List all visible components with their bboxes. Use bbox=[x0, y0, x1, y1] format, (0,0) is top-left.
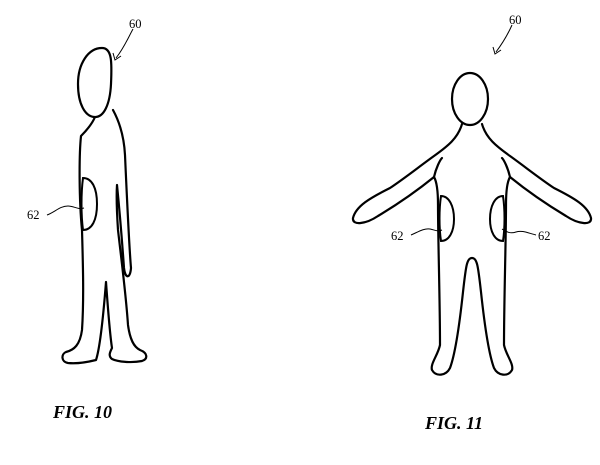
fig11-leader-62-left bbox=[410, 228, 443, 236]
fig11-ref-60: 60 bbox=[509, 13, 522, 27]
fig11-leader-62-right bbox=[501, 228, 537, 236]
fig10-figure: 60 62 bbox=[27, 17, 148, 365]
fig11-ref-62-right: 62 bbox=[538, 229, 551, 243]
fig10-leader-60 bbox=[115, 28, 134, 59]
fig10-ref-62: 62 bbox=[27, 208, 40, 222]
fig11-right-pad bbox=[488, 194, 506, 243]
fig11-head bbox=[450, 71, 490, 127]
fig11-figure: 60 62 62 bbox=[351, 13, 593, 376]
fig11-caption: FIG. 11 bbox=[425, 413, 484, 433]
fig10-leader-60-arrow bbox=[112, 52, 122, 61]
fig11-left-arm-line bbox=[432, 156, 444, 179]
fig11-body bbox=[351, 122, 593, 376]
fig11-ref-62-left: 62 bbox=[391, 229, 404, 243]
fig10-leader-62 bbox=[46, 205, 85, 216]
fig11-left-pad bbox=[438, 194, 456, 243]
fig10-pad bbox=[80, 176, 99, 232]
fig10-ref-60: 60 bbox=[129, 17, 142, 31]
fig11-right-arm-line bbox=[500, 156, 512, 179]
fig11-leader-60 bbox=[495, 24, 513, 53]
fig10-caption: FIG. 10 bbox=[53, 402, 113, 422]
fig10-head bbox=[76, 46, 113, 119]
fig10-body bbox=[61, 108, 148, 365]
fig11-leader-60-arrow bbox=[492, 46, 502, 55]
